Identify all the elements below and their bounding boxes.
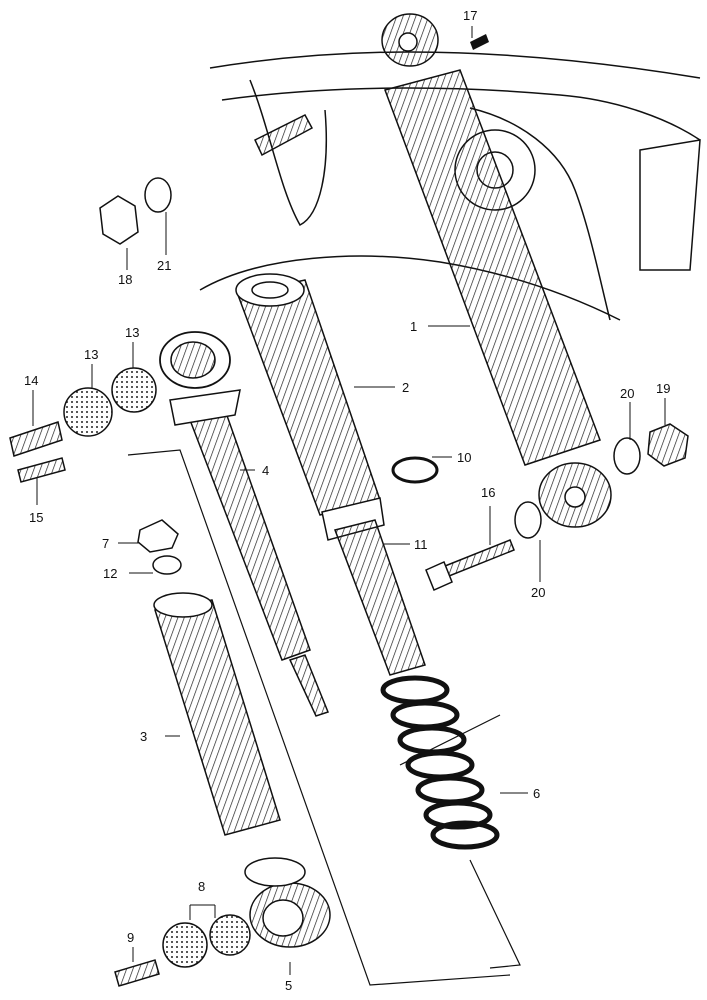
part-17-screw — [470, 34, 489, 50]
part-21-washer — [144, 177, 172, 213]
part-15-pin — [17, 457, 66, 483]
label-2: 2 — [402, 380, 409, 395]
part-3-lower-tube — [153, 592, 281, 836]
part-20-washer-b — [514, 501, 542, 539]
part-1-shock-body — [381, 13, 612, 528]
label-1: 1 — [410, 319, 417, 334]
part-5-lower-eye — [244, 857, 331, 948]
frame-outline — [199, 51, 701, 321]
label-16: 16 — [481, 485, 495, 500]
label-13-left: 13 — [84, 347, 98, 362]
label-20-right: 20 — [620, 386, 634, 401]
label-18: 18 — [118, 272, 132, 287]
label-8: 8 — [198, 879, 205, 894]
assembly-brackets — [127, 449, 521, 986]
label-19: 19 — [656, 381, 670, 396]
part-2-dust-cover — [235, 273, 385, 541]
part-19-nut — [647, 423, 689, 467]
part-number-labels: 1 2 3 4 5 6 7 8 9 10 11 12 13 13 14 15 1… — [24, 8, 670, 993]
label-4: 4 — [262, 463, 269, 478]
part-16-bolt — [425, 539, 515, 592]
label-7: 7 — [102, 536, 109, 551]
part-6-coil-spring — [380, 675, 500, 850]
label-5: 5 — [285, 978, 292, 993]
part-9-pin — [114, 959, 160, 987]
label-10: 10 — [457, 450, 471, 465]
part-14-sleeve — [9, 421, 63, 457]
label-9: 9 — [127, 930, 134, 945]
leader-lines — [32, 26, 666, 975]
part-13-bushings — [63, 367, 157, 437]
part-8-bushings — [162, 914, 251, 968]
part-10-ring — [391, 456, 439, 484]
label-21: 21 — [157, 258, 171, 273]
label-11: 11 — [414, 537, 428, 552]
part-12-washer — [152, 555, 182, 575]
part-4-damper-rod — [159, 331, 329, 717]
label-20-lower: 20 — [531, 585, 545, 600]
label-6: 6 — [533, 786, 540, 801]
label-13-right: 13 — [125, 325, 139, 340]
label-15: 15 — [29, 510, 43, 525]
part-18-cap-nut — [99, 195, 139, 245]
label-14: 14 — [24, 373, 38, 388]
label-3: 3 — [140, 729, 147, 744]
part-11-inner-tube — [333, 519, 426, 676]
part-7-nut — [137, 519, 179, 553]
part-20-washer-a — [613, 437, 641, 475]
label-12: 12 — [103, 566, 117, 581]
label-17: 17 — [463, 8, 477, 23]
